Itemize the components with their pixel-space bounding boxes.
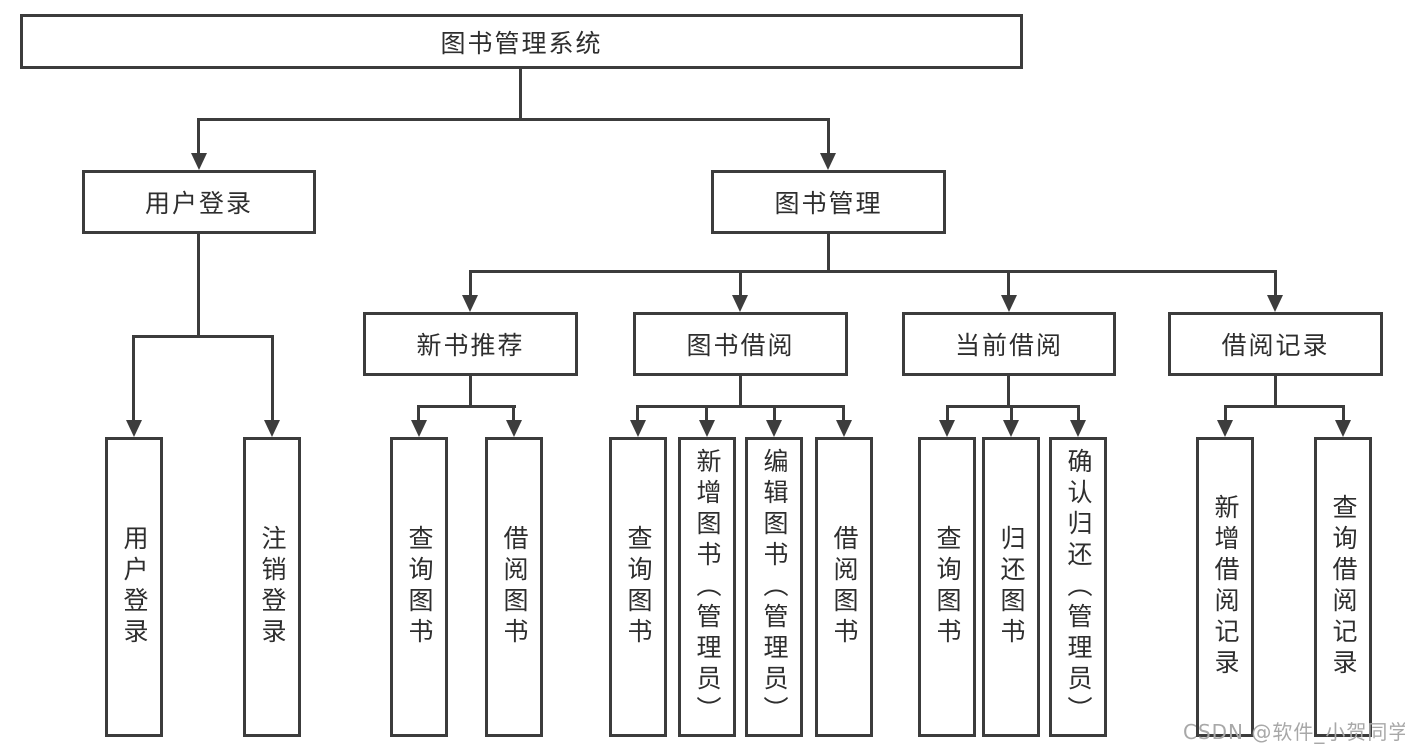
connector-new-book-rail [417,405,516,408]
connector-leaf13-drop [1342,405,1345,422]
arrowhead-leaf10 [1003,420,1019,437]
arrowhead-new-book [462,295,478,312]
node-user-login-label: 用户登录 [144,189,253,218]
arrowhead-leaf4 [506,420,522,437]
leaf-borrow-books-1: 借阅图书 [485,437,543,737]
connector-leaf4-drop [512,405,515,422]
connector-leaf5-drop [636,405,639,422]
arrowhead-leaf13 [1335,420,1351,437]
connector-root-stem [519,69,522,121]
arrowhead-leaf-logout [264,420,280,437]
connector-current-borrow-stem [1007,376,1010,408]
arrowhead-leaf11 [1070,420,1086,437]
node-root-label: 图书管理系统 [440,28,603,58]
connector-leaf10-drop [1010,405,1013,422]
leaf-query-borrow-record-label: 查询借阅记录 [1329,494,1358,680]
leaf-return-books-label: 归还图书 [997,525,1026,649]
connector-current-borrow-drop [1007,270,1010,297]
leaf-add-borrow-record: 新增借阅记录 [1196,437,1254,737]
node-book-management-label: 图书管理 [774,189,883,218]
arrowhead-book-borrow [732,295,748,312]
leaf-query-books-1: 查询图书 [390,437,448,737]
leaf-query-books-2-label: 查询图书 [624,525,653,649]
arrowhead-leaf12 [1217,420,1233,437]
leaf-query-books-1-label: 查询图书 [405,525,434,649]
leaf-borrow-books-2: 借阅图书 [815,437,873,737]
connector-leaf8-drop [842,405,845,422]
leaf-add-borrow-record-label: 新增借阅记录 [1211,494,1240,680]
leaf-confirm-return-admin-label: 确认归还（管理员） [1064,447,1093,727]
arrowhead-leaf6 [699,420,715,437]
connector-leaf-logout-drop [271,335,274,420]
leaf-confirm-return-admin: 确认归还（管理员） [1049,437,1107,737]
arrowhead-leaf7 [766,420,782,437]
connector-leaf3-drop [417,405,420,422]
leaf-edit-books-admin: 编辑图书（管理员） [745,437,803,737]
arrowhead-leaf-login [126,420,142,437]
leaf-return-books: 归还图书 [982,437,1040,737]
node-user-login: 用户登录 [82,170,316,234]
node-current-borrowing: 当前借阅 [902,312,1116,376]
connector-user-login-drop [197,118,200,155]
node-borrow-records-label: 借阅记录 [1221,331,1330,360]
connector-leaf7-drop [773,405,776,422]
leaf-add-books-admin: 新增图书（管理员） [678,437,736,737]
leaf-borrow-books-2-label: 借阅图书 [830,525,859,649]
connector-user-login-rail [132,335,274,338]
connector-new-book-stem [469,376,472,408]
connector-borrow-records-stem [1274,376,1277,408]
leaf-add-books-admin-label: 新增图书（管理员） [693,447,722,727]
leaf-query-books-3-label: 查询图书 [933,525,962,649]
connector-leaf12-drop [1224,405,1227,422]
connector-root-rail [197,118,830,121]
arrowhead-user-login [191,153,207,170]
csdn-watermark: CSDN @软件_小贺同学 [1183,720,1405,744]
arrowhead-current-borrow [1001,295,1017,312]
connector-leaf11-drop [1077,405,1080,422]
arrowhead-leaf3 [411,420,427,437]
connector-borrow-records-rail [1224,405,1344,408]
leaf-query-borrow-record: 查询借阅记录 [1314,437,1372,737]
arrowhead-leaf8 [836,420,852,437]
node-book-management: 图书管理 [711,170,946,234]
connector-current-borrow-rail [946,405,1080,408]
leaf-edit-books-admin-label: 编辑图书（管理员） [760,447,789,727]
connector-leaf-login-drop [132,335,135,420]
connector-user-login-stem [197,234,200,338]
connector-book-management-rail [469,270,1277,273]
connector-book-borrow-stem [739,376,742,408]
arrowhead-borrow-records [1267,295,1283,312]
node-borrow-records: 借阅记录 [1168,312,1383,376]
connector-book-borrow-rail [636,405,845,408]
node-book-borrowing-label: 图书借阅 [686,331,795,360]
leaf-borrow-books-1-label: 借阅图书 [500,525,529,649]
node-current-borrowing-label: 当前借阅 [954,331,1063,360]
connector-book-management-stem [827,234,830,273]
arrowhead-leaf5 [630,420,646,437]
leaf-user-login: 用户登录 [105,437,163,737]
connector-new-book-drop [469,270,472,297]
connector-book-borrow-drop [739,270,742,297]
arrowhead-book-management [820,153,836,170]
node-new-book-recommend-label: 新书推荐 [416,331,525,360]
node-root: 图书管理系统 [20,14,1023,69]
leaf-logout: 注销登录 [243,437,301,737]
node-book-borrowing: 图书借阅 [633,312,848,376]
node-new-book-recommend: 新书推荐 [363,312,578,376]
connector-leaf6-drop [705,405,708,422]
connector-leaf9-drop [946,405,949,422]
leaf-user-login-label: 用户登录 [120,525,149,649]
leaf-query-books-2: 查询图书 [609,437,667,737]
leaf-logout-label: 注销登录 [258,525,287,649]
leaf-query-books-3: 查询图书 [918,437,976,737]
connector-book-management-drop [827,118,830,155]
arrowhead-leaf9 [939,420,955,437]
connector-borrow-records-drop [1274,270,1277,297]
